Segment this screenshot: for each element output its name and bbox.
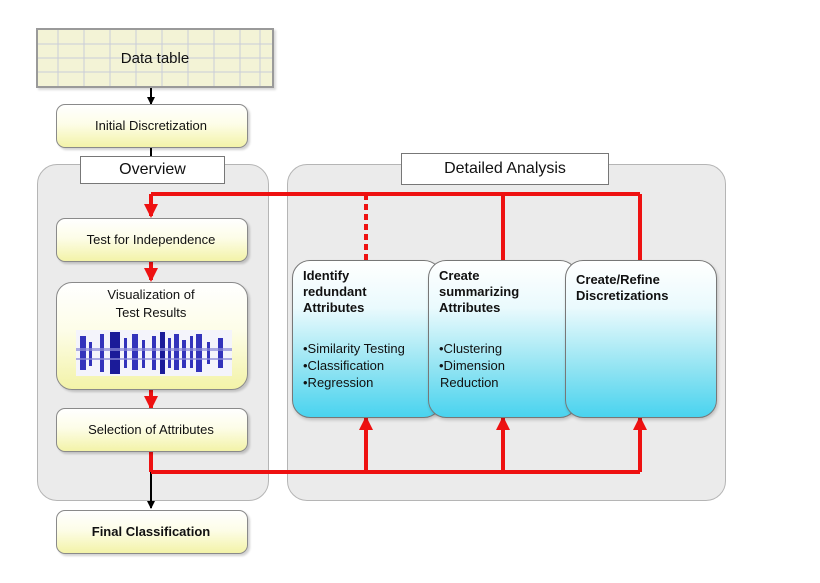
test-independence-node bbox=[56, 218, 248, 262]
create-summarizing-item: •Dimension bbox=[439, 358, 505, 373]
selection-label: Selection of Attributes bbox=[88, 421, 214, 437]
create-refine-title-line2: Discretizations bbox=[576, 288, 669, 303]
initial-discretization-label: Initial Discretization bbox=[95, 117, 207, 133]
identify-title: Identify redundant Attributes bbox=[303, 268, 367, 316]
initial-discretization-node bbox=[56, 104, 248, 148]
identify-item: •Similarity Testing bbox=[303, 341, 405, 356]
identify-title-line2: redundant bbox=[303, 284, 367, 299]
create-summarizing-item: •Clustering bbox=[439, 341, 503, 356]
identify-node bbox=[292, 260, 442, 418]
identify-title-line1: Identify bbox=[303, 268, 350, 283]
identify-item: •Regression bbox=[303, 375, 374, 390]
final-classification-node bbox=[56, 510, 248, 554]
create-summarizing-title-line1: Create bbox=[439, 268, 480, 283]
identify-title-line3: Attributes bbox=[303, 300, 365, 315]
test-independence-label: Test for Independence bbox=[86, 231, 216, 247]
create-summarizing-item: Reduction bbox=[440, 375, 499, 390]
identify-items: •Similarity Testing •Classification •Reg… bbox=[303, 340, 405, 391]
selection-node bbox=[56, 408, 248, 452]
data-table-node: Data table bbox=[36, 28, 274, 88]
final-classification-label: Final Classification bbox=[91, 523, 211, 539]
overview-header: Overview bbox=[80, 156, 225, 184]
visualization-label: Visualization of Test Results bbox=[56, 286, 246, 322]
visualization-line2: Test Results bbox=[115, 305, 187, 320]
create-summarizing-title: Create summarizing Attributes bbox=[439, 268, 519, 316]
create-summarizing-items: •Clustering •Dimension Reduction bbox=[439, 340, 505, 391]
create-refine-title: Create/Refine Discretizations bbox=[576, 272, 668, 304]
detailed-analysis-header: Detailed Analysis bbox=[401, 153, 609, 185]
create-refine-node bbox=[565, 260, 717, 418]
create-summarizing-node bbox=[428, 260, 578, 418]
visualization-line1: Visualization of bbox=[107, 287, 195, 302]
create-refine-title-line1: Create/Refine bbox=[576, 272, 660, 287]
create-summarizing-title-line3: Attributes bbox=[439, 300, 501, 315]
create-summarizing-title-line2: summarizing bbox=[439, 284, 520, 299]
table-grid-icon bbox=[38, 30, 272, 86]
identify-item: •Classification bbox=[303, 358, 385, 373]
heatmap-thumbnail bbox=[76, 330, 232, 376]
data-table-label: Data table bbox=[120, 49, 190, 67]
